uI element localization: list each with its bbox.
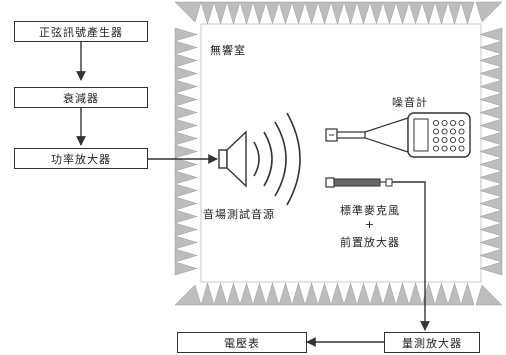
standard-microphone-icon	[325, 177, 393, 188]
cable-mic-to-measuring-amplifier	[392, 181, 430, 331]
standard-microphone-label: 標準麥克風	[340, 204, 400, 217]
plus-label: +	[364, 218, 376, 231]
speaker-icon	[218, 112, 301, 206]
measuring-amplifier-box: 量測放大器	[384, 332, 480, 353]
anechoic-room-inner-outline	[200, 23, 482, 283]
preamplifier-label: 前置放大器	[340, 236, 400, 249]
voltmeter-box: 電壓表	[177, 332, 307, 353]
anechoic-room-wedges	[174, 1, 503, 306]
sound-level-meter-icon	[325, 112, 471, 158]
sound-level-meter-label: 噪音計	[392, 96, 428, 109]
power-amplifier-box: 功率放大器	[14, 148, 148, 169]
test-sound-source-label: 音場測試音源	[203, 208, 275, 221]
anechoic-room-label: 無響室	[210, 44, 246, 57]
signal-generator-box: 正弦訊號產生器	[14, 21, 148, 42]
attenuator-box: 衰減器	[14, 87, 148, 108]
